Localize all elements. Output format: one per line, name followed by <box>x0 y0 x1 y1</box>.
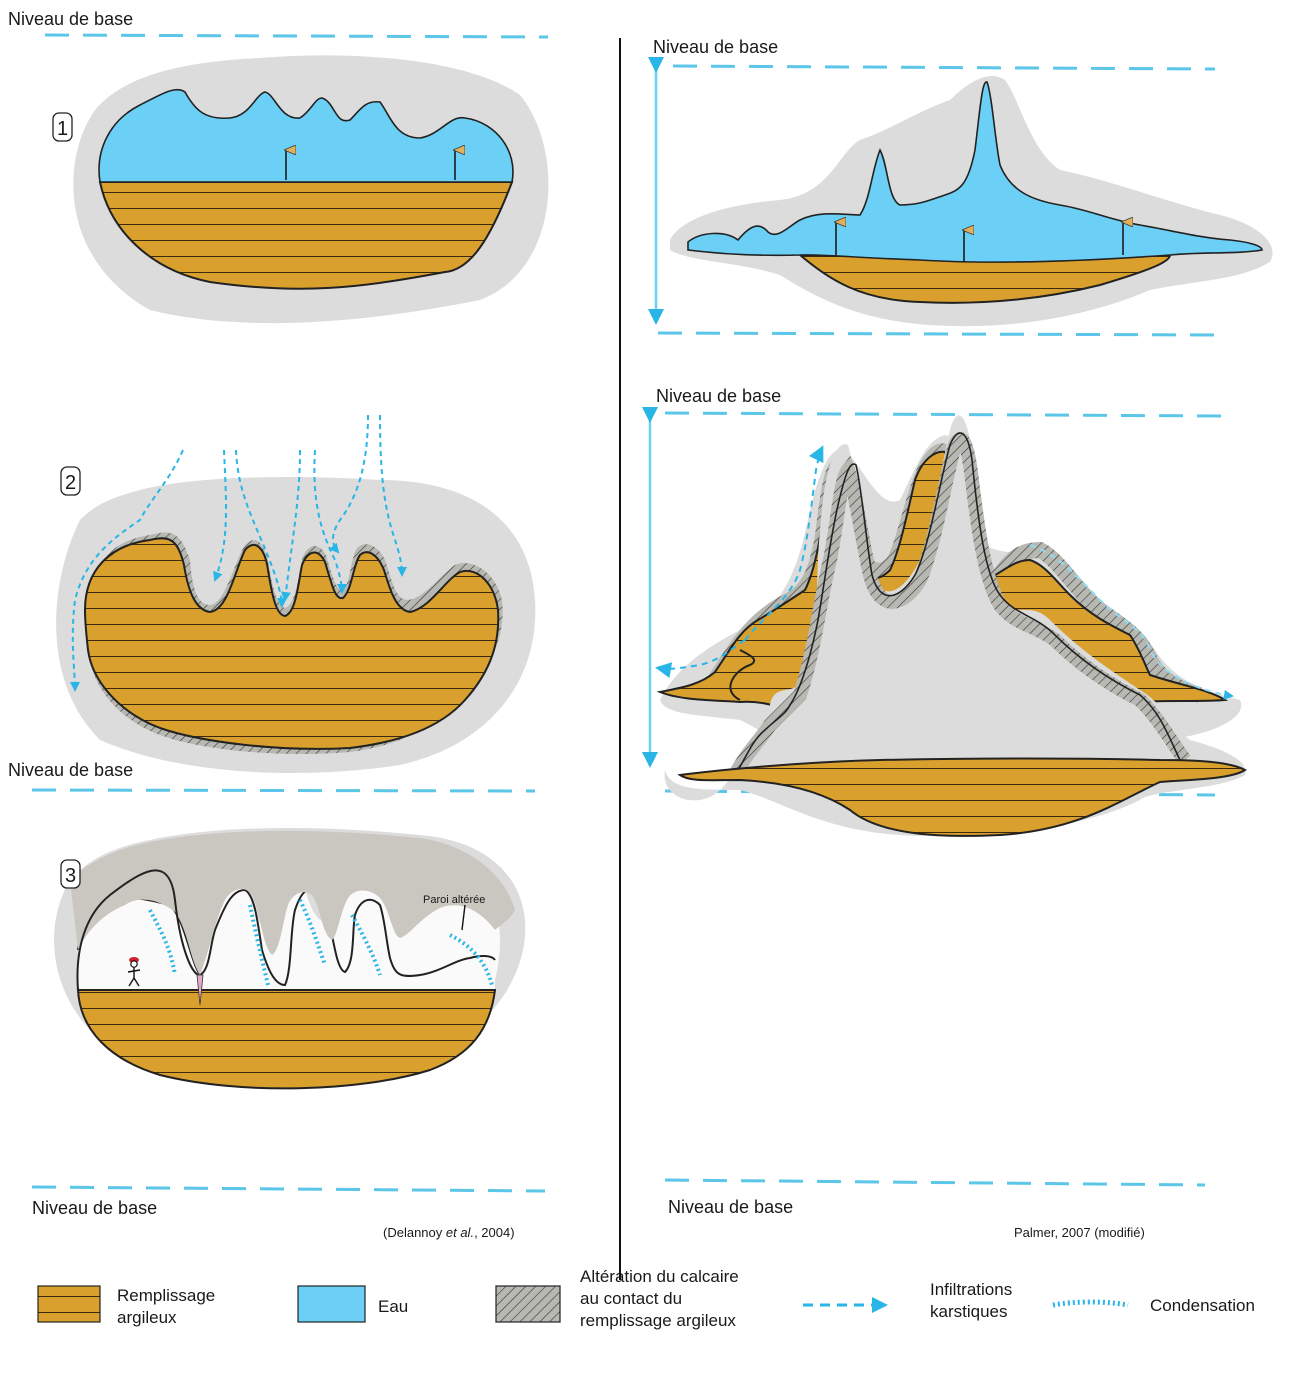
base-level-label-left-top: Niveau de base <box>8 9 133 29</box>
legend-infiltration-label-2: karstiques <box>930 1302 1007 1321</box>
legend: Remplissage argileux Eau Altération du c… <box>37 1267 1255 1330</box>
base-level-line-left-mid <box>31 788 536 793</box>
right-stage-c-cave <box>664 415 1247 837</box>
base-level-label-right-mid: Niveau de base <box>656 386 781 406</box>
legend-infiltration-label-1: Infiltrations <box>930 1280 1012 1299</box>
legend-alteration-label-3: remplissage argileux <box>580 1311 736 1330</box>
legend-water-swatch <box>297 1285 366 1323</box>
base-level-line-right-top <box>672 64 1216 71</box>
stage-2-number: 2 <box>65 472 76 494</box>
stage-2-badge <box>60 466 81 496</box>
stage-3-badge <box>60 859 81 889</box>
legend-clay-label-2: argileux <box>117 1308 177 1327</box>
credit-left: (Delannoy et al., 2004) <box>383 1225 515 1240</box>
base-level-label-left-mid: Niveau de base <box>8 760 133 780</box>
caver-figure <box>127 957 141 987</box>
stage-2-cave <box>56 414 536 773</box>
legend-alteration-swatch <box>495 1285 561 1323</box>
legend-water-label: Eau <box>378 1297 408 1316</box>
base-level-label-right-top: Niveau de base <box>653 37 778 57</box>
base-level-line-left-top <box>44 33 549 39</box>
stage-1-cave <box>73 55 549 324</box>
legend-condensation-line <box>1052 1299 1129 1308</box>
stage-3-cave <box>54 828 526 1090</box>
base-level-line-left-bottom <box>31 1185 546 1193</box>
legend-alteration-label-1: Altération du calcaire <box>580 1267 739 1286</box>
right-stage-a-cave <box>670 76 1273 327</box>
credit-right: Palmer, 2007 (modifié) <box>1014 1225 1145 1240</box>
base-level-label-right-bottom: Niveau de base <box>668 1197 793 1217</box>
stage-1-badge <box>52 112 73 142</box>
legend-condensation-label: Condensation <box>1150 1296 1255 1315</box>
legend-clay-label-1: Remplissage <box>117 1286 215 1305</box>
stage-1-number: 1 <box>57 118 68 140</box>
stage-3-number: 3 <box>65 865 76 887</box>
base-level-line-right-top-lower <box>657 331 1229 337</box>
base-level-line-right-bottom <box>664 1178 1206 1187</box>
legend-clay-swatch <box>37 1285 101 1323</box>
legend-alteration-label-2: au contact du <box>580 1289 682 1308</box>
base-level-line-right-mid <box>664 411 1223 418</box>
altered-wall-label: Paroi altérée <box>423 894 485 906</box>
base-level-label-left-bottom: Niveau de base <box>32 1198 157 1218</box>
